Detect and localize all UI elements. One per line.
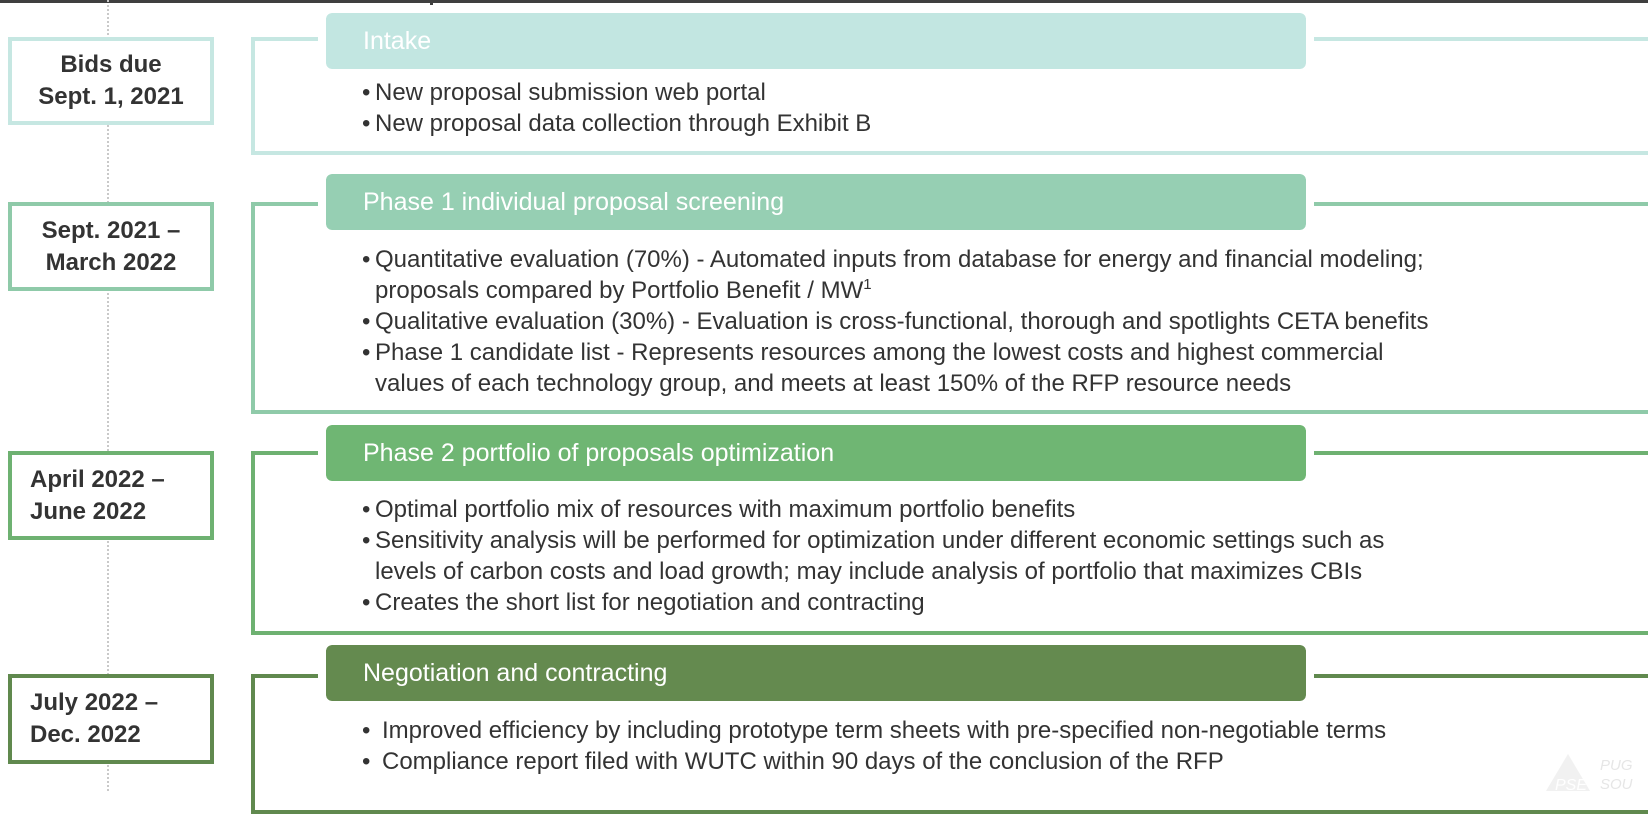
date-line: Sept. 1, 2021 xyxy=(38,83,184,110)
top-rule-tick xyxy=(430,0,433,8)
bullet-continuation: values of each technology group, and mee… xyxy=(375,370,1292,397)
company-logo: PSE PUG SOU xyxy=(1538,748,1648,791)
date-line: Dec. 2022 xyxy=(30,721,141,748)
date-line: March 2022 xyxy=(45,248,177,276)
negotiation-date-box: July 2022 – Dec. 2022 xyxy=(8,674,214,764)
phase2-date-box: April 2022 – June 2022 xyxy=(8,451,214,540)
phase-title: Phase 2 portfolio of proposals optimizat… xyxy=(363,438,835,467)
phase2-bullets: Optimal portfolio mix of resources with … xyxy=(362,494,1384,618)
bullet-item: Sensitivity analysis will be performed f… xyxy=(362,525,1384,556)
intake-header: Intake xyxy=(318,5,1314,77)
logo-mark-icon: PSE PUG SOU xyxy=(1546,754,1633,791)
date-line: Sept. 2021 – xyxy=(41,216,181,244)
phase-title: Negotiation and contracting xyxy=(363,658,668,687)
negotiation-bullets: Improved efficiency by including prototy… xyxy=(362,715,1386,777)
negotiation-header: Negotiation and contracting xyxy=(318,637,1314,709)
phase-title: Phase 1 individual proposal screening xyxy=(363,187,785,216)
date-line: July 2022 – xyxy=(30,689,159,716)
intake-date-box: Bids due Sept. 1, 2021 xyxy=(8,37,214,125)
date-line: Bids due xyxy=(60,51,162,78)
bullet-item: New proposal submission web portal xyxy=(362,77,871,108)
logo-text-line1: PUG xyxy=(1600,757,1633,774)
bullet-item: Compliance report filed with WUTC within… xyxy=(362,746,1386,777)
bullet-item: Creates the short list for negotiation a… xyxy=(362,587,1384,618)
timeline-dotted-line xyxy=(107,0,109,791)
bullet-item: Qualitative evaluation (30%) - Evaluatio… xyxy=(362,306,1428,337)
phase1-header: Phase 1 individual proposal screening xyxy=(318,166,1314,238)
phase-title: Intake xyxy=(363,26,432,55)
phase1-date-box: Sept. 2021 – March 2022 xyxy=(8,202,214,291)
date-line: June 2022 xyxy=(30,497,147,525)
bullet-item: Quantitative evaluation (70%) - Automate… xyxy=(362,244,1428,275)
bullet-continuation-text: proposals compared by Portfolio Benefit … xyxy=(375,277,864,304)
bullet-continuation: levels of carbon costs and load growth; … xyxy=(375,558,1363,585)
bullet-continuation: proposals compared by Portfolio Benefit … xyxy=(362,275,1428,306)
intake-bullets: New proposal submission web portal New p… xyxy=(362,77,871,139)
bullet-item: Phase 1 candidate list - Represents reso… xyxy=(362,337,1428,368)
top-rule xyxy=(0,0,1648,3)
bullet-item: New proposal data collection through Exh… xyxy=(362,108,871,139)
logo-mark-text: PSE xyxy=(1555,777,1587,791)
bullet-item: Improved efficiency by including prototy… xyxy=(362,715,1386,746)
bullet-item: Optimal portfolio mix of resources with … xyxy=(362,494,1384,525)
logo-text-line2: SOU xyxy=(1600,776,1633,791)
phase1-bullets: Quantitative evaluation (70%) - Automate… xyxy=(362,244,1428,399)
footnote-mark: 1 xyxy=(863,276,872,293)
date-line: April 2022 – xyxy=(30,465,165,493)
phase2-header: Phase 2 portfolio of proposals optimizat… xyxy=(318,417,1314,489)
